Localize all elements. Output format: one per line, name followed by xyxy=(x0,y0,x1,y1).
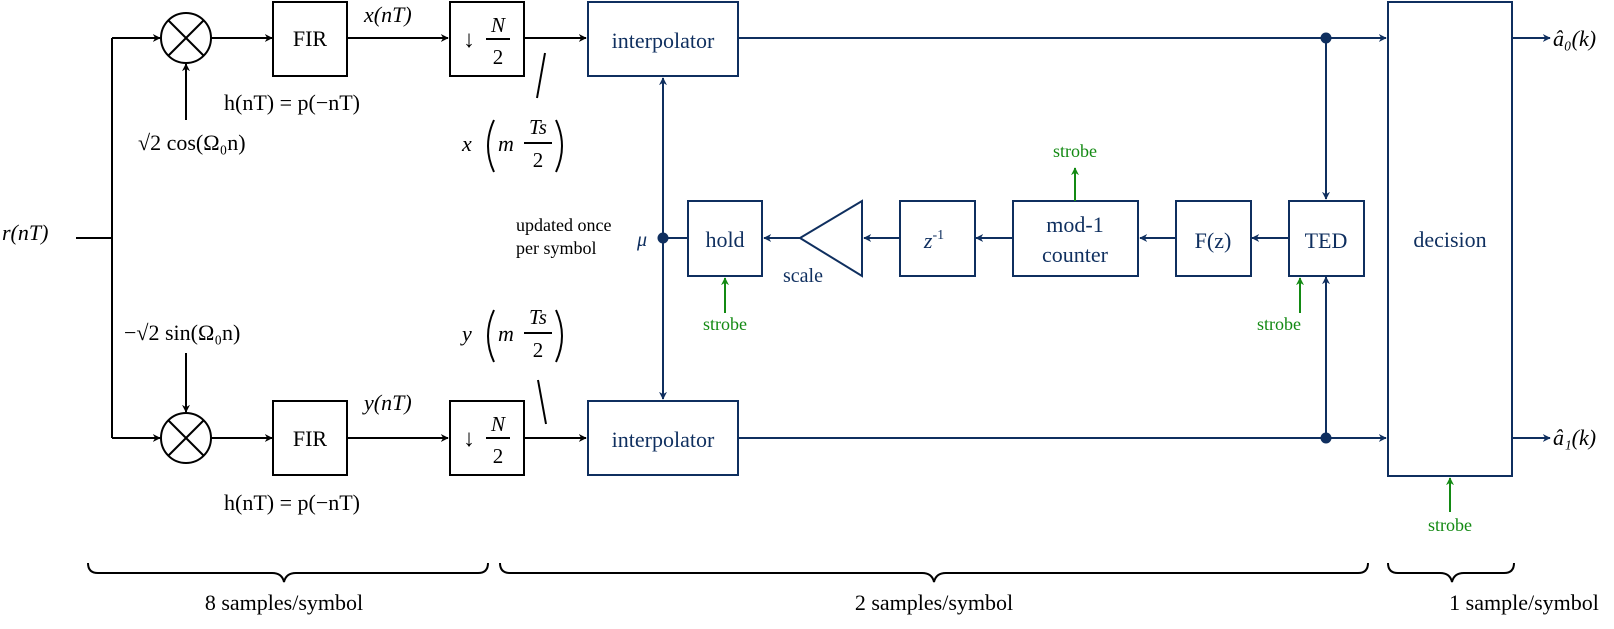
interpolator-q-block xyxy=(587,400,739,476)
fir-i-label: FIR xyxy=(293,26,328,51)
delay-block xyxy=(899,200,976,277)
ted-block xyxy=(1288,200,1365,277)
interpolator-i-block xyxy=(587,1,739,77)
output-q-label: â₁(k) xyxy=(1553,425,1596,450)
counter-label-line2: counter xyxy=(1042,242,1109,267)
delay-exponent: -1 xyxy=(932,228,944,243)
downsample-i-num: N xyxy=(490,13,506,37)
mu-label: μ xyxy=(636,229,647,251)
rate-stage-1-label: 8 samples/symbol xyxy=(205,590,363,615)
downsample-i-arrow: ↓ xyxy=(463,27,475,53)
interpolator-q-label: interpolator xyxy=(612,427,715,452)
counter-strobe-label: strobe xyxy=(1053,141,1097,161)
sample-i-expression: x m Ts 2 xyxy=(461,115,563,173)
downsample-q-num: N xyxy=(490,412,506,436)
decision-block xyxy=(1387,1,1513,477)
rate-stage-3-label: 1 sample/symbol xyxy=(1449,590,1599,615)
sample-q-expression: y m Ts 2 xyxy=(460,305,563,363)
downsample-q-den: 2 xyxy=(493,444,504,468)
fir-i-block xyxy=(272,1,348,77)
rate-brace-2 xyxy=(499,562,1369,583)
counter-label-line1: mod-1 xyxy=(1046,212,1103,237)
interpolator-i-label: interpolator xyxy=(612,28,715,53)
sample-q-symbol: y xyxy=(460,321,472,346)
decision-strobe-label: strobe xyxy=(1428,515,1472,535)
downsample-i-block: ↓ N 2 xyxy=(449,1,525,77)
fir-i-response: h(nT) = p(−nT) xyxy=(224,90,360,115)
oscillator-q-label: −√2 sin(Ω₀n) xyxy=(124,320,240,345)
sample-q-num: Ts xyxy=(529,305,547,329)
oscillator-i-label: √2 cos(Ω₀n) xyxy=(138,130,246,155)
loop-filter-label: F(z) xyxy=(1195,228,1232,253)
delay-symbol: z xyxy=(923,228,933,253)
downsample-q-arrow: ↓ xyxy=(463,426,475,452)
sample-i-symbol: x xyxy=(461,131,472,156)
hold-label: hold xyxy=(705,227,744,252)
sample-q-m: m xyxy=(498,321,514,346)
decision-label: decision xyxy=(1413,227,1486,252)
rate-brace-1 xyxy=(87,562,489,583)
input-signal-label: r(nT) xyxy=(2,220,48,245)
fir-i-output-label: x(nT) xyxy=(363,2,412,27)
input-split-wire xyxy=(76,34,161,442)
sample-i-num: Ts xyxy=(529,115,547,139)
mixer-i xyxy=(160,12,212,64)
scale-gain-triangle xyxy=(798,199,863,278)
scale-label: scale xyxy=(783,265,823,287)
ted-label: TED xyxy=(1305,228,1348,253)
sample-q-pointer xyxy=(537,379,547,425)
ted-strobe-label: strobe xyxy=(1257,314,1301,334)
update-note-line2: per symbol xyxy=(516,238,597,258)
downsample-q-block: ↓ N 2 xyxy=(449,400,525,476)
downsample-i-den: 2 xyxy=(493,45,504,69)
sample-q-den: 2 xyxy=(533,338,544,362)
delay-label: z-1 xyxy=(923,228,944,253)
sample-i-pointer xyxy=(536,52,546,99)
fir-q-label: FIR xyxy=(293,426,328,451)
fir-q-response: h(nT) = p(−nT) xyxy=(224,490,360,515)
fir-q-output-label: y(nT) xyxy=(362,390,412,415)
output-i-label: â₀(k) xyxy=(1553,26,1596,51)
sample-i-m: m xyxy=(498,131,514,156)
hold-block xyxy=(687,200,763,277)
hold-strobe-label: strobe xyxy=(703,314,747,334)
mixer-q xyxy=(160,412,212,464)
sample-i-den: 2 xyxy=(533,148,544,172)
update-note-line1: updated once xyxy=(516,215,611,235)
rate-stage-2-label: 2 samples/symbol xyxy=(855,590,1013,615)
mod1-counter-block xyxy=(1012,200,1139,277)
rate-brace-3 xyxy=(1387,562,1515,583)
